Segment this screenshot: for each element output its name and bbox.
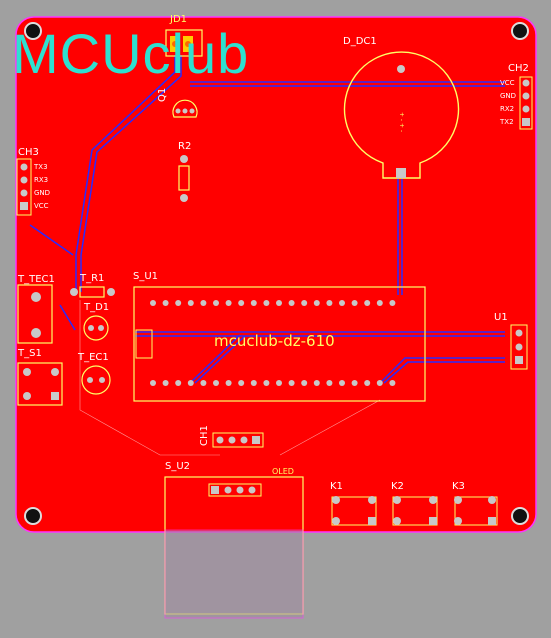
label-ch1: CH1 (199, 425, 210, 446)
label-k3: K3 (452, 481, 465, 492)
header-pin (288, 300, 295, 306)
label-q1: Q1 (157, 87, 168, 102)
header-pin (213, 300, 219, 306)
header-pin (175, 300, 182, 306)
mounting-holes (24, 22, 529, 525)
label-d-dc1: D_DC1 (343, 36, 377, 47)
q1-transistor (172, 99, 198, 118)
header-pin (276, 380, 282, 386)
header-pin (326, 300, 333, 306)
header-pin (187, 380, 194, 386)
header-pin (376, 380, 383, 386)
header-pin (225, 380, 232, 386)
label-t-tec1: T_TEC1 (18, 274, 55, 285)
ch2-pin-4: TX2 (500, 118, 514, 126)
label-oled: OLED (272, 467, 294, 476)
mcuclub-logo: MCUclub (12, 22, 250, 85)
key-buttons (331, 496, 498, 526)
label-s-u1: S_U1 (133, 271, 159, 282)
ch3-pin-1: TX3 (34, 163, 48, 171)
label-r2: R2 (178, 141, 192, 152)
header-pin (301, 300, 308, 306)
t-d1-led (83, 315, 109, 341)
ch1-header (212, 432, 264, 448)
header-pin (339, 380, 345, 386)
s-u2-oled (164, 476, 304, 619)
label-ch2: CH2 (508, 63, 529, 74)
ch3-header (16, 158, 32, 216)
r2-resistor (178, 155, 190, 202)
t-ec1-capacitor (81, 365, 111, 395)
ch3-pin-3: GND (34, 189, 51, 197)
board-title: mcuclub-dz-610 (214, 332, 335, 350)
header-pin (351, 300, 358, 306)
header-pin (238, 380, 245, 386)
silkscreen-lines (79, 300, 381, 456)
copper-traces (29, 55, 505, 384)
header-pin (200, 380, 207, 386)
jd1-connector (165, 29, 203, 57)
header-pin (326, 380, 333, 386)
header-pin (301, 380, 308, 386)
header-pin (225, 300, 232, 306)
header-pin (162, 300, 169, 306)
header-pin (175, 380, 182, 386)
d-dc1-battery-holder: + - + - (343, 51, 460, 179)
t-r1-resistor (70, 286, 115, 298)
label-t-d1: T_D1 (84, 302, 110, 313)
label-u1: U1 (494, 312, 508, 323)
header-pin (213, 380, 219, 386)
header-pin (162, 380, 169, 386)
label-ch3: CH3 (18, 147, 39, 158)
label-k1: K1 (330, 481, 343, 492)
header-pin (351, 380, 358, 386)
header-pin (313, 380, 320, 386)
ch2-pin-1: VCC (500, 79, 515, 87)
label-k2: K2 (391, 481, 404, 492)
header-pin (150, 300, 156, 306)
svg-text:+ - + -: + - + - (398, 112, 405, 132)
label-t-ec1: T_EC1 (78, 352, 109, 363)
header-pin (250, 380, 257, 386)
label-s-u2: S_U2 (165, 461, 191, 472)
header-pin (150, 380, 156, 386)
header-pin (364, 300, 371, 306)
header-pin (200, 300, 207, 306)
header-pin (339, 300, 345, 306)
ch3-pin-4: VCC (34, 202, 49, 210)
ch3-pin-2: RX3 (34, 176, 49, 184)
header-pin (389, 380, 396, 386)
s-u1-module (133, 286, 426, 402)
header-pin (238, 300, 245, 306)
u1-header (510, 324, 528, 370)
header-pin (288, 380, 295, 386)
header-pin (364, 380, 371, 386)
t-s1-switch (17, 362, 63, 406)
header-pin (276, 300, 282, 306)
header-pin (313, 300, 320, 306)
header-pin (187, 300, 194, 306)
label-jd1: JD1 (170, 14, 188, 25)
t-tec1-sensor (17, 284, 53, 344)
header-pin (263, 380, 270, 386)
header-pin (389, 300, 396, 306)
header-pin (250, 300, 257, 306)
label-t-s1: T_S1 (18, 348, 42, 359)
header-pin (263, 300, 270, 306)
ch2-header (519, 76, 533, 130)
ch2-pin-3: RX2 (500, 105, 515, 113)
label-t-r1: T_R1 (80, 273, 105, 284)
header-pin (376, 300, 383, 306)
ch2-pin-2: GND (500, 92, 517, 100)
